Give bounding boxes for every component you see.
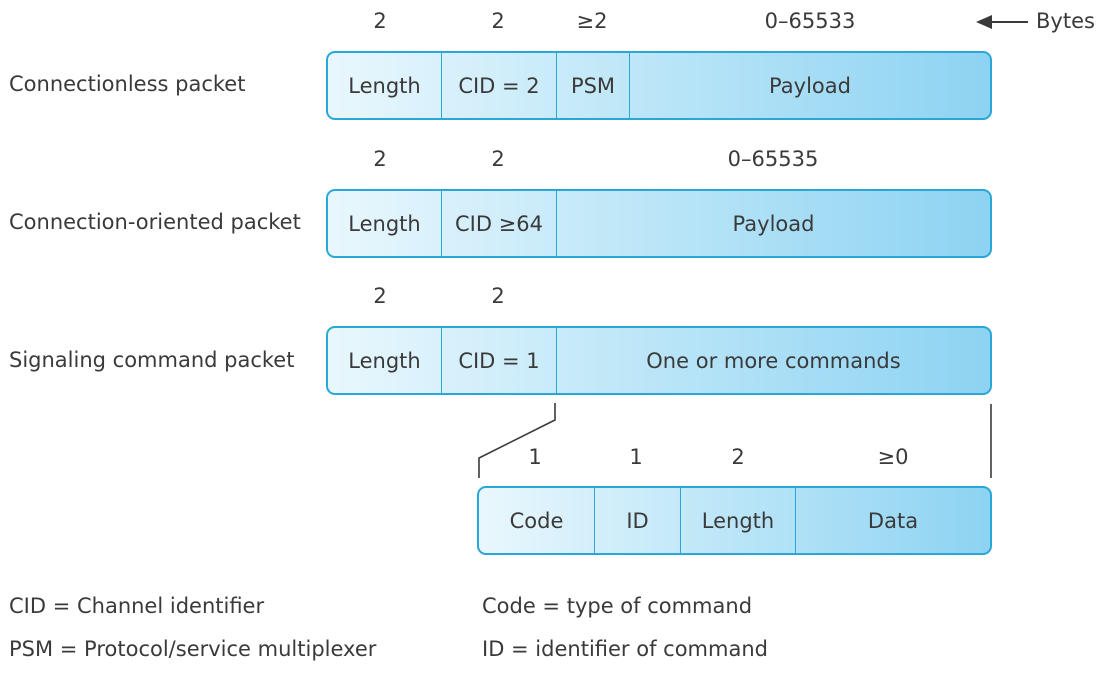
legend-id: ID = identifier of command [482,637,768,661]
size-cid: 2 [491,284,505,308]
field-length: Length [328,328,442,393]
bytes-label: Bytes [1036,9,1095,33]
field-data: Data [867,508,919,533]
signaling-command-packet: Length CID = 1 One or more commands [326,326,992,395]
command-packet: Code ID Length Data [477,486,992,555]
size-cid: 2 [491,147,505,171]
legend-code: Code = type of command [482,594,753,618]
field-cid: CID = 2 [442,53,557,118]
field-cid: CID = 1 [442,328,557,393]
field-psm: PSM [557,53,630,118]
size-length: 2 [373,9,387,33]
size-id: 1 [629,445,643,469]
size-cid: 2 [491,9,505,33]
field-payload: Payload [732,211,815,236]
field-payload: Payload [769,73,851,98]
field-id: ID [595,488,681,553]
label-connection-oriented-packet: Connection-oriented packet [9,210,301,234]
field-length: Length [328,53,442,118]
size-length: 2 [373,147,387,171]
label-connectionless-packet: Connectionless packet [9,72,246,96]
size-psm: ≥2 [576,9,608,33]
size-payload: 0–65535 [727,147,819,171]
size-length: 2 [731,445,745,469]
size-code: 1 [528,445,542,469]
field-length: Length [328,191,442,256]
field-length: Length [681,488,796,553]
legend-psm: PSM = Protocol/service multiplexer [9,637,377,661]
size-payload: 0–65533 [764,9,856,33]
field-code: Code [479,488,595,553]
size-length: 2 [373,284,387,308]
label-signaling-command-packet: Signaling command packet [9,348,295,372]
size-data: ≥0 [877,445,909,469]
field-commands: One or more commands [646,348,901,373]
connection-oriented-packet: Length CID ≥64 Payload [326,189,992,258]
connectionless-packet: Length CID = 2 PSM Payload [326,51,992,120]
field-cid: CID ≥64 [442,191,557,256]
legend-cid: CID = Channel identifier [9,594,265,618]
